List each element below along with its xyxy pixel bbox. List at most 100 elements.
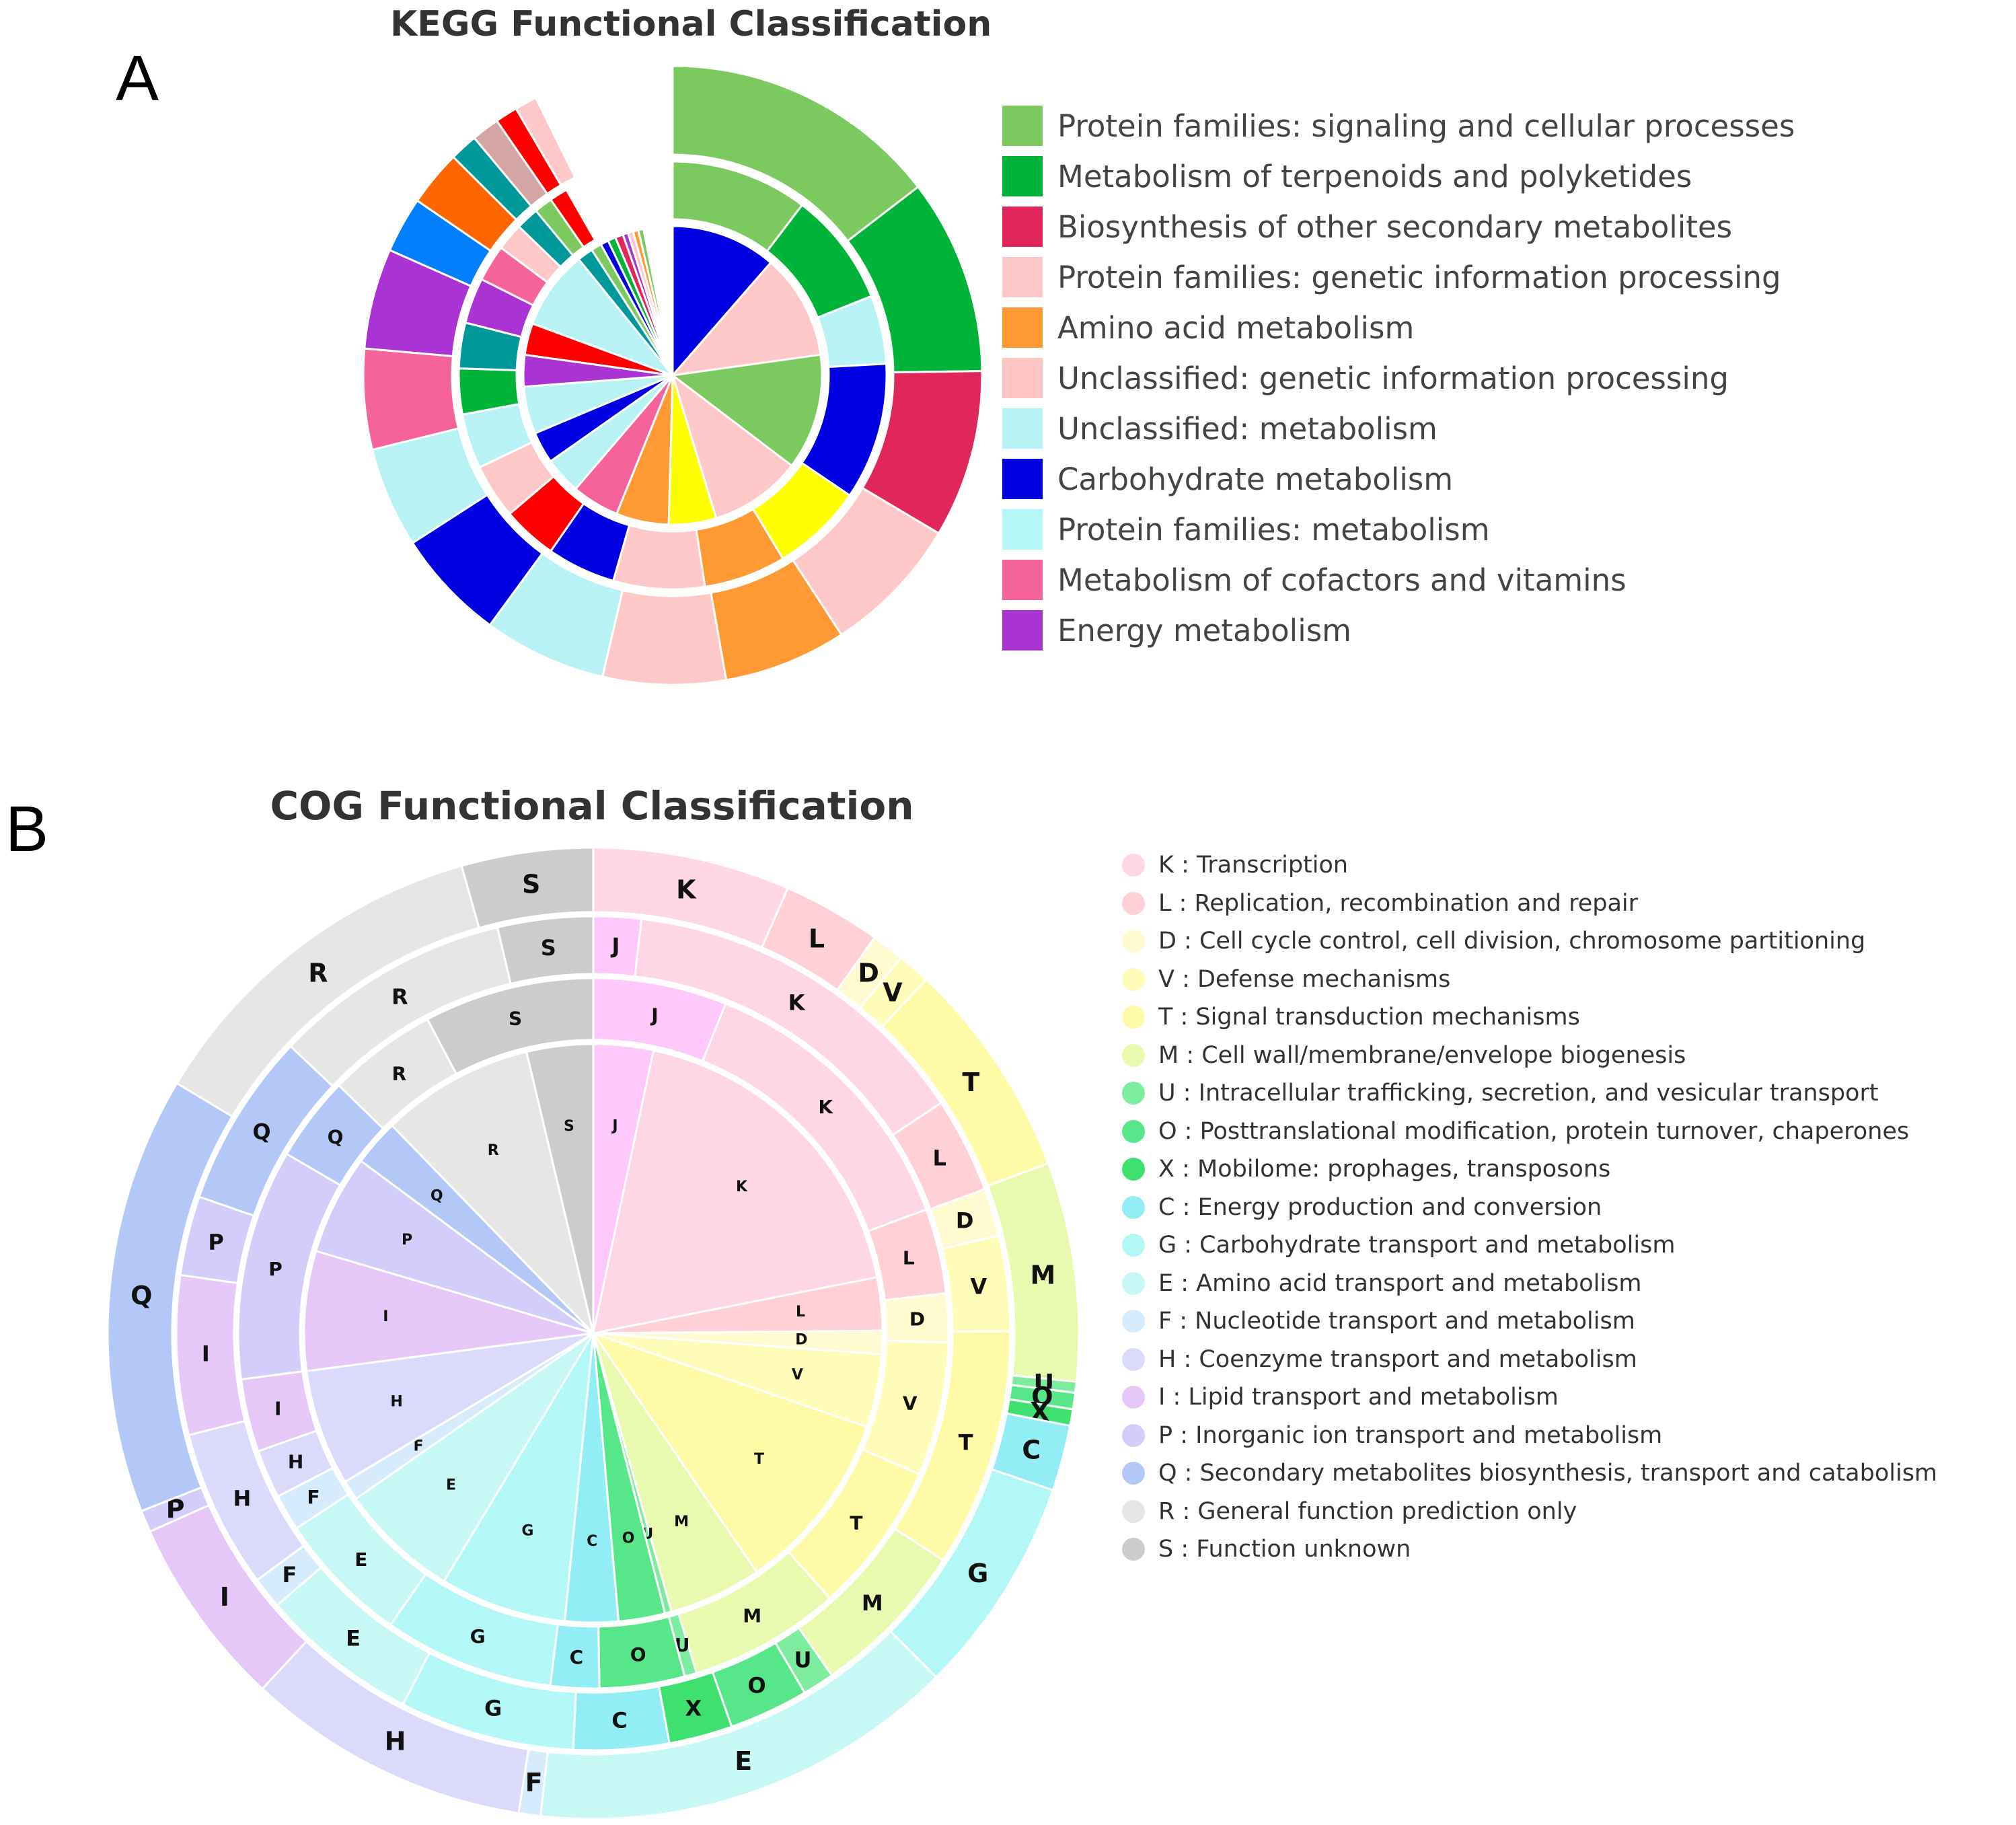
kegg-legend-swatch [1002,509,1043,550]
cog-ring1-segment-14 [305,1332,594,1483]
cog-legend-dot [1122,967,1145,991]
cog-legend-label: R : General function prediction only [1158,1497,1577,1525]
cog-ring3-label-3: L [933,1145,946,1170]
cog-chart-title: COG Functional Classification [270,783,914,829]
kegg-legend-swatch [1002,358,1043,398]
cog-legend-dot [1122,1006,1145,1029]
cog-ring1-segment-11 [443,1333,595,1623]
kegg-legend-item: Carbohydrate metabolism [1002,457,1453,500]
cog-legend-dot [1122,1119,1145,1143]
cog-legend-label: O : Posttranslational modification, prot… [1158,1117,1910,1145]
cog-ring2-label-15: I [274,1397,281,1419]
kegg-legend-item: Unclassified: metabolism [1002,407,1438,450]
cog-ring2-label-19: S [509,1008,522,1030]
kegg-legend-label: Amino acid metabolism [1057,309,1415,346]
kegg-ring1-segment-3 [670,353,823,468]
cog-legend-label: S : Function unknown [1158,1536,1411,1563]
cog-ring2-label-17: Q [328,1125,344,1148]
cog-ring4-label-5: T [962,1068,979,1097]
kegg-legend-label: Protein families: metabolism [1057,511,1490,548]
cog-legend-item: X : Mobilome: prophages, transposons [1122,1153,1610,1185]
cog-legend-item: C : Energy production and conversion [1122,1191,1602,1224]
cog-ring4-label-13: F [525,1768,543,1797]
cog-ring2-label-4: D [909,1308,925,1331]
cog-legend-item: Q : Secondary metabolites biosynthesis, … [1122,1457,1937,1489]
cog-legend-label: E : Amino acid transport and metabolism [1158,1269,1642,1297]
cog-ring2-label-14: H [288,1451,303,1473]
cog-ring4-label-17: Q [130,1281,152,1310]
cog-ring1-label-5: V [792,1366,803,1383]
cog-ring4-label-12: E [735,1746,752,1776]
cog-ring4-segment-19 [460,846,595,930]
cog-ring1-segment-12 [354,1332,595,1583]
kegg-legend-item: Unclassified: genetic information proces… [1002,357,1729,400]
kegg-legend-swatch [1002,257,1043,297]
cog-ring4-label-18: R [308,958,328,988]
kegg-legend-swatch [1002,408,1043,449]
panel-b-letter: B [5,793,49,865]
cog-ring3-label-9: O [748,1672,766,1698]
cog-legend-label: H : Coenzyme transport and metabolism [1158,1345,1637,1373]
cog-ring2-label-11: G [470,1625,486,1647]
cog-ring4-label-1: K [676,874,697,904]
cog-ring1-label-10: C [587,1533,597,1550]
cog-sunburst-chart: JKLDVTMUOCGEFHIPQRSJKLDVTMUOCGEFHIPQRSJK… [106,846,1080,1820]
cog-ring3-label-19: R [391,984,408,1010]
cog-legend-dot [1122,1538,1145,1561]
cog-ring3-label-11: C [611,1708,627,1734]
cog-legend-dot [1122,1386,1145,1409]
kegg-legend-swatch [1002,207,1043,247]
cog-legend-label: M : Cell wall/membrane/envelope biogenes… [1158,1041,1686,1069]
cog-legend-item: T : Signal transduction mechanisms [1122,1001,1580,1033]
cog-ring2-label-12: E [354,1549,367,1571]
cog-ring3-label-4: D [956,1207,974,1233]
cog-legend-item: D : Cell cycle control, cell division, c… [1122,925,1865,957]
kegg-legend-swatch [1002,307,1043,348]
cog-legend-dot [1122,1043,1145,1067]
kegg-legend-swatch [1002,610,1043,650]
kegg-legend-swatch [1002,156,1043,196]
cog-legend-dot [1122,854,1145,877]
kegg-legend-item: Protein families: metabolism [1002,508,1490,551]
cog-ring1-label-14: H [390,1393,402,1410]
cog-ring3-label-1: J [610,933,620,959]
cog-legend-item: H : Coenzyme transport and metabolism [1122,1343,1637,1376]
cog-legend-label: Q : Secondary metabolites biosynthesis, … [1158,1460,1938,1487]
cog-ring1-segment-19 [525,1043,595,1334]
kegg-legend-label: Energy metabolism [1057,612,1351,648]
cog-legend-dot [1122,1310,1145,1333]
cog-ring3-label-10: X [685,1695,702,1721]
cog-ring3-label-16: I [202,1341,210,1367]
cog-legend-item: G : Carbohydrate transport and metabolis… [1122,1229,1675,1261]
cog-ring1-segment-7 [592,1333,759,1613]
cog-ring1-label-9: O [622,1530,635,1547]
cog-legend-item: U : Intracellular trafficking, secretion… [1122,1077,1879,1109]
cog-legend-label: L : Replication, recombination and repai… [1158,889,1639,917]
kegg-legend-item: Energy metabolism [1002,609,1351,652]
kegg-legend-item: Biosynthesis of other secondary metaboli… [1002,205,1732,248]
cog-legend-item: E : Amino acid transport and metabolism [1122,1267,1641,1300]
cog-ring4-label-6: M [1031,1260,1056,1290]
cog-ring4-label-14: H [385,1726,406,1756]
cog-ring2-label-6: T [850,1512,862,1534]
kegg-ring1-segment-2 [670,261,822,377]
cog-ring1-label-6: T [754,1451,764,1468]
cog-ring4-label-15: I [220,1582,229,1612]
cog-ring1-label-3: L [796,1304,805,1320]
kegg-legend-item: Amino acid metabolism [1002,306,1414,349]
kegg-legend-item: Metabolism of terpenoids and polyketides [1002,155,1692,198]
cog-ring1-label-13: F [414,1438,424,1455]
cog-legend-label: I : Lipid transport and metabolism [1158,1384,1559,1411]
kegg-ring1-segment-13 [531,258,676,378]
cog-legend-label: K : Transcription [1158,852,1349,879]
cog-ring4-label-10: C [1022,1436,1041,1465]
cog-ring3-label-20: S [541,935,556,961]
cog-legend-item: O : Posttranslational modification, prot… [1122,1115,1909,1148]
kegg-legend-label: Biosynthesis of other secondary metaboli… [1057,209,1733,245]
cog-legend-item: L : Replication, recombination and repai… [1122,887,1638,920]
cog-ring1-label-1: J [611,1118,618,1135]
cog-ring1-label-2: K [736,1179,748,1195]
cog-legend-dot [1122,1082,1145,1105]
cog-ring2-label-7: M [743,1605,761,1627]
cog-ring2-label-1: J [650,1004,658,1026]
